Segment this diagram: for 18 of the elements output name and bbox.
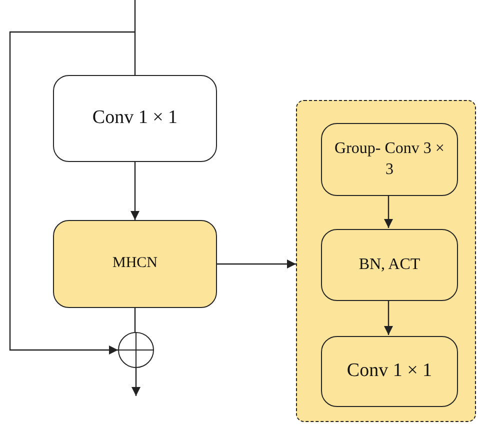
arrow	[384, 195, 393, 228]
group-panel	[296, 100, 476, 422]
process-box	[53, 75, 217, 162]
arrow	[9, 31, 135, 354]
box-label: Conv 1 × 1	[91, 106, 179, 130]
process-box	[321, 336, 458, 407]
arrow	[217, 260, 296, 268]
sum-circle	[118, 332, 154, 368]
box-label: MHCN	[111, 254, 158, 274]
arrow	[130, 162, 140, 220]
box-label: BN, ACT	[358, 254, 422, 275]
box-label: Group- Conv 3 × 3	[334, 138, 446, 180]
process-box	[321, 123, 458, 196]
process-box	[53, 220, 217, 308]
arrow	[132, 368, 140, 396]
box-label: Conv 1 × 1	[346, 359, 434, 384]
process-box	[321, 229, 458, 301]
arrow	[384, 300, 393, 335]
